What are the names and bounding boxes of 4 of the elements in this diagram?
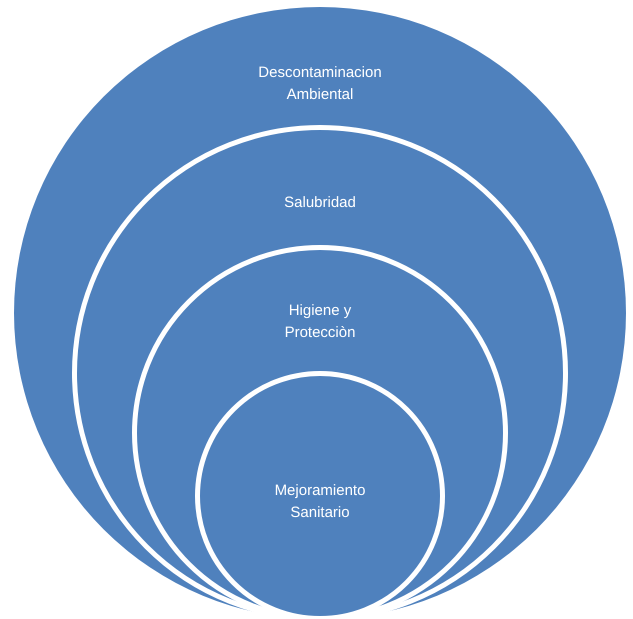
circle-label: Salubridad bbox=[283, 193, 357, 213]
circle-label: Mejoramiento Sanitario bbox=[274, 481, 366, 523]
circle-label: Higiene y Protecciòn bbox=[284, 301, 356, 343]
circle-label: Descontaminacion Ambiental bbox=[257, 63, 383, 105]
